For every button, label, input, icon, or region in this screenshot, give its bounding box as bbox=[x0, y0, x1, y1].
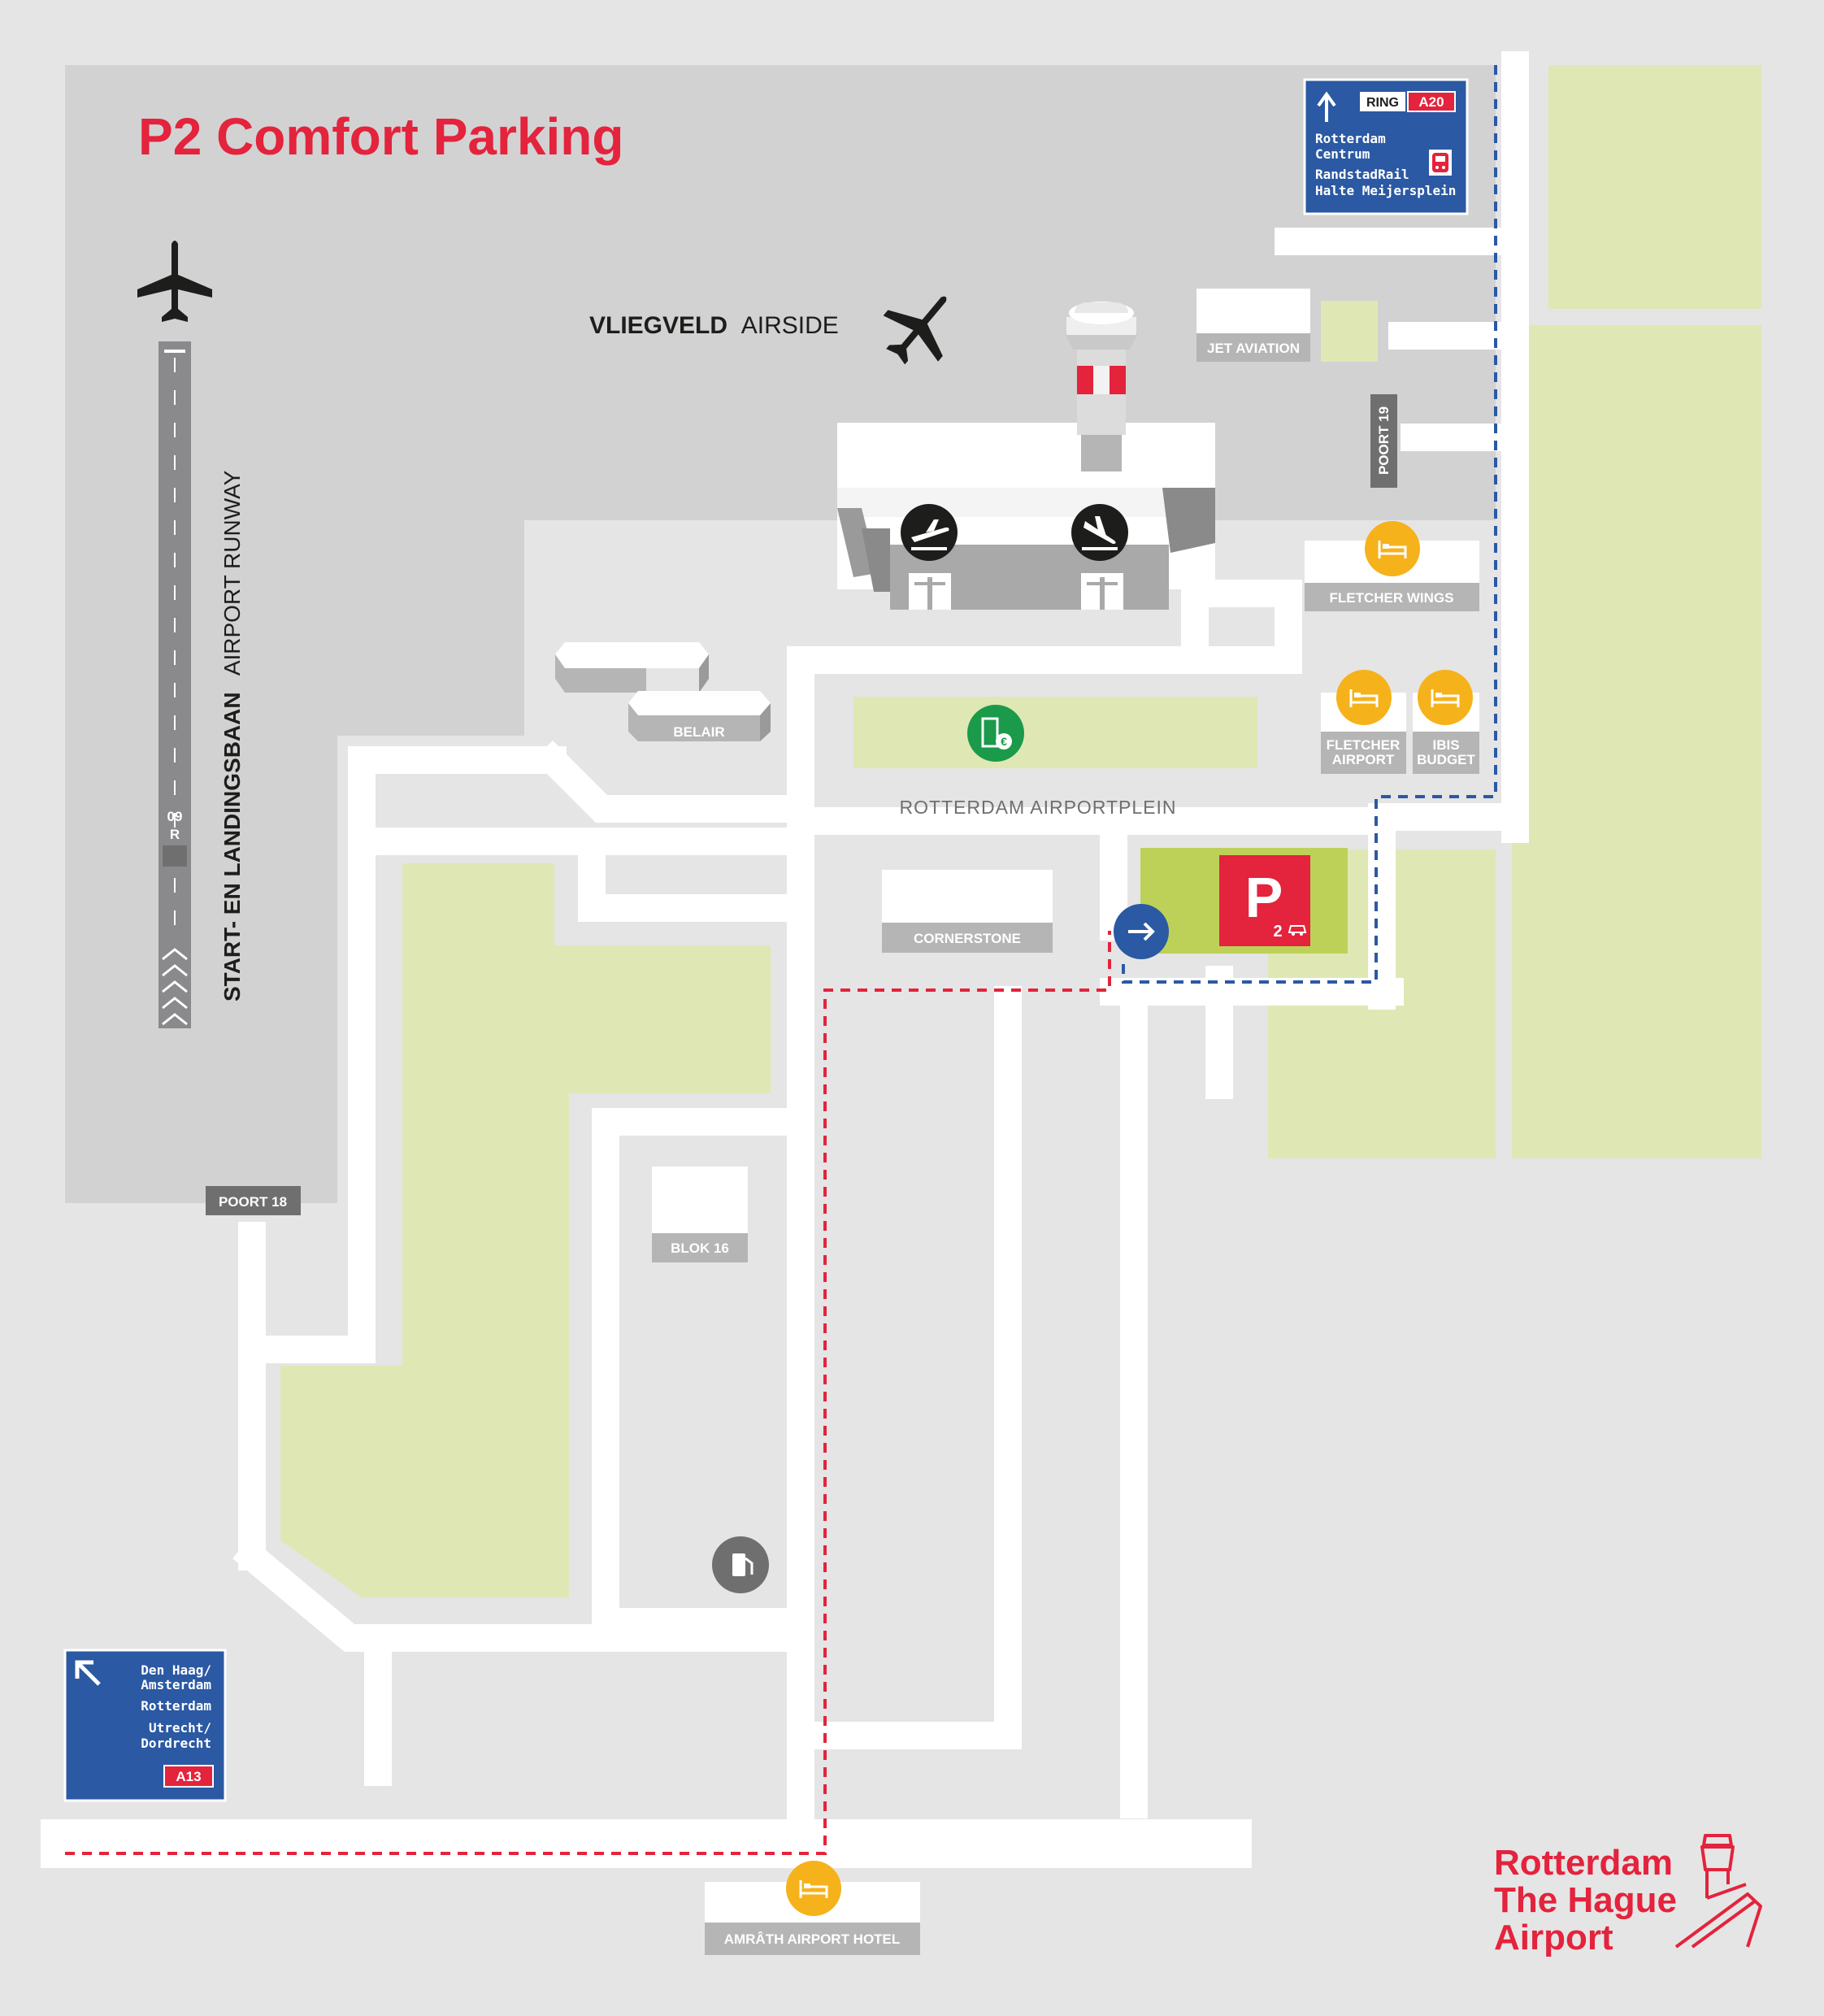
departures-icon bbox=[901, 504, 958, 561]
airside-area bbox=[65, 65, 1496, 1203]
amrath-label: AMRÂTH AIRPORT HOTEL bbox=[724, 1931, 901, 1947]
car-icon bbox=[1288, 925, 1307, 936]
route-blue bbox=[1122, 65, 1497, 984]
logo-line3: Airport bbox=[1494, 1918, 1613, 1957]
p2-parking-area: P 2 bbox=[1140, 848, 1348, 954]
building-cornerstone: CORNERSTONE bbox=[882, 870, 1053, 953]
runway-name-bold: START- EN LANDINGSBAAN bbox=[219, 692, 245, 1001]
sign-sw-line3: Rotterdam bbox=[141, 1698, 211, 1714]
airport-logo: Rotterdam The Hague Airport bbox=[1494, 1834, 1762, 1957]
building-blok-16: BLOK 16 bbox=[652, 1167, 748, 1262]
entrance-arrow-icon bbox=[1114, 904, 1169, 959]
arrivals-icon bbox=[1071, 504, 1128, 561]
a13-label: A13 bbox=[176, 1769, 201, 1784]
ring-label: RING bbox=[1366, 96, 1399, 110]
airplane-icon bbox=[883, 296, 947, 365]
road-sign-north: RING A20 Rotterdam Centrum RandstadRail … bbox=[1303, 78, 1469, 215]
sign-sw-line1: Den Haag/ bbox=[141, 1662, 211, 1678]
route-red bbox=[65, 931, 1111, 1855]
sign-sw-line2: Amsterdam bbox=[141, 1677, 211, 1692]
runway-name-light: AIRPORT RUNWAY bbox=[219, 470, 245, 676]
ibis-label-1: IBIS bbox=[1432, 737, 1459, 753]
parking-letter: P bbox=[1245, 866, 1283, 929]
ibis-label-2: BUDGET bbox=[1417, 752, 1475, 767]
sign-north-line4: Halte Meijersplein bbox=[1315, 183, 1456, 198]
svg-text:€: € bbox=[1001, 735, 1007, 748]
jet-aviation-label: JET AVIATION bbox=[1207, 341, 1300, 356]
runway-airplane-icon bbox=[137, 241, 212, 322]
terminal-building bbox=[837, 423, 1215, 610]
airside-label: VLIEGVELD AIRSIDE bbox=[589, 312, 839, 339]
sign-sw-line4: Utrecht/ bbox=[149, 1720, 211, 1736]
logo-line2: The Hague bbox=[1494, 1880, 1677, 1920]
gate-poort-18: POORT 18 bbox=[206, 1186, 301, 1215]
train-icon bbox=[1429, 150, 1452, 176]
poort-18-label: POORT 18 bbox=[219, 1194, 287, 1210]
road-sign-southwest: Den Haag/ Amsterdam Rotterdam Utrecht/ D… bbox=[63, 1649, 227, 1802]
bed-icon bbox=[1365, 521, 1420, 576]
fletcher-wings-label: FLETCHER WINGS bbox=[1330, 590, 1454, 606]
parking-number: 2 bbox=[1273, 923, 1282, 941]
poort-19-label: POORT 19 bbox=[1376, 406, 1392, 475]
fletcher-airport-label-2: AIRPORT bbox=[1332, 752, 1395, 767]
blok-16-label: BLOK 16 bbox=[671, 1240, 729, 1256]
logo-line1: Rotterdam bbox=[1494, 1843, 1673, 1883]
building-amrath: AMRÂTH AIRPORT HOTEL bbox=[705, 1882, 920, 1955]
building-belair: BELAIR bbox=[555, 642, 771, 741]
runway-number: 09 bbox=[167, 809, 183, 824]
sign-sw-line5: Dordrecht bbox=[141, 1736, 211, 1751]
sign-north-line1: Rotterdam bbox=[1315, 131, 1386, 146]
roads bbox=[41, 51, 1529, 1868]
cornerstone-label: CORNERSTONE bbox=[914, 931, 1021, 946]
fletcher-airport-label-1: FLETCHER bbox=[1327, 737, 1401, 753]
logo-tower-icon bbox=[1674, 1834, 1762, 1949]
a20-label: A20 bbox=[1418, 94, 1444, 110]
building-jet-aviation: JET AVIATION bbox=[1196, 289, 1310, 362]
sign-north-line3: RandstadRail bbox=[1315, 167, 1409, 182]
bed-icon bbox=[1418, 670, 1473, 725]
runway: 09 R bbox=[159, 341, 191, 1028]
airside-name-light: AIRSIDE bbox=[741, 312, 839, 339]
sign-north-line2: Centrum bbox=[1315, 146, 1370, 162]
fuel-station-icon bbox=[712, 1536, 769, 1593]
bed-icon bbox=[1336, 670, 1392, 725]
page-title: P2 Comfort Parking bbox=[138, 107, 623, 166]
hotel-icons bbox=[786, 521, 1473, 1916]
pay-station-icon: € bbox=[967, 705, 1024, 762]
square-label: ROTTERDAM AIRPORTPLEIN bbox=[899, 797, 1176, 818]
airside-name-bold: VLIEGVELD bbox=[589, 312, 727, 339]
control-tower-icon bbox=[1065, 302, 1138, 471]
runway-letter: R bbox=[170, 827, 180, 842]
runway-label: START- EN LANDINGSBAAN AIRPORT RUNWAY bbox=[219, 470, 245, 1001]
belair-label: BELAIR bbox=[673, 724, 724, 740]
gate-poort-19: POORT 19 bbox=[1370, 394, 1397, 488]
bed-icon bbox=[786, 1861, 841, 1916]
